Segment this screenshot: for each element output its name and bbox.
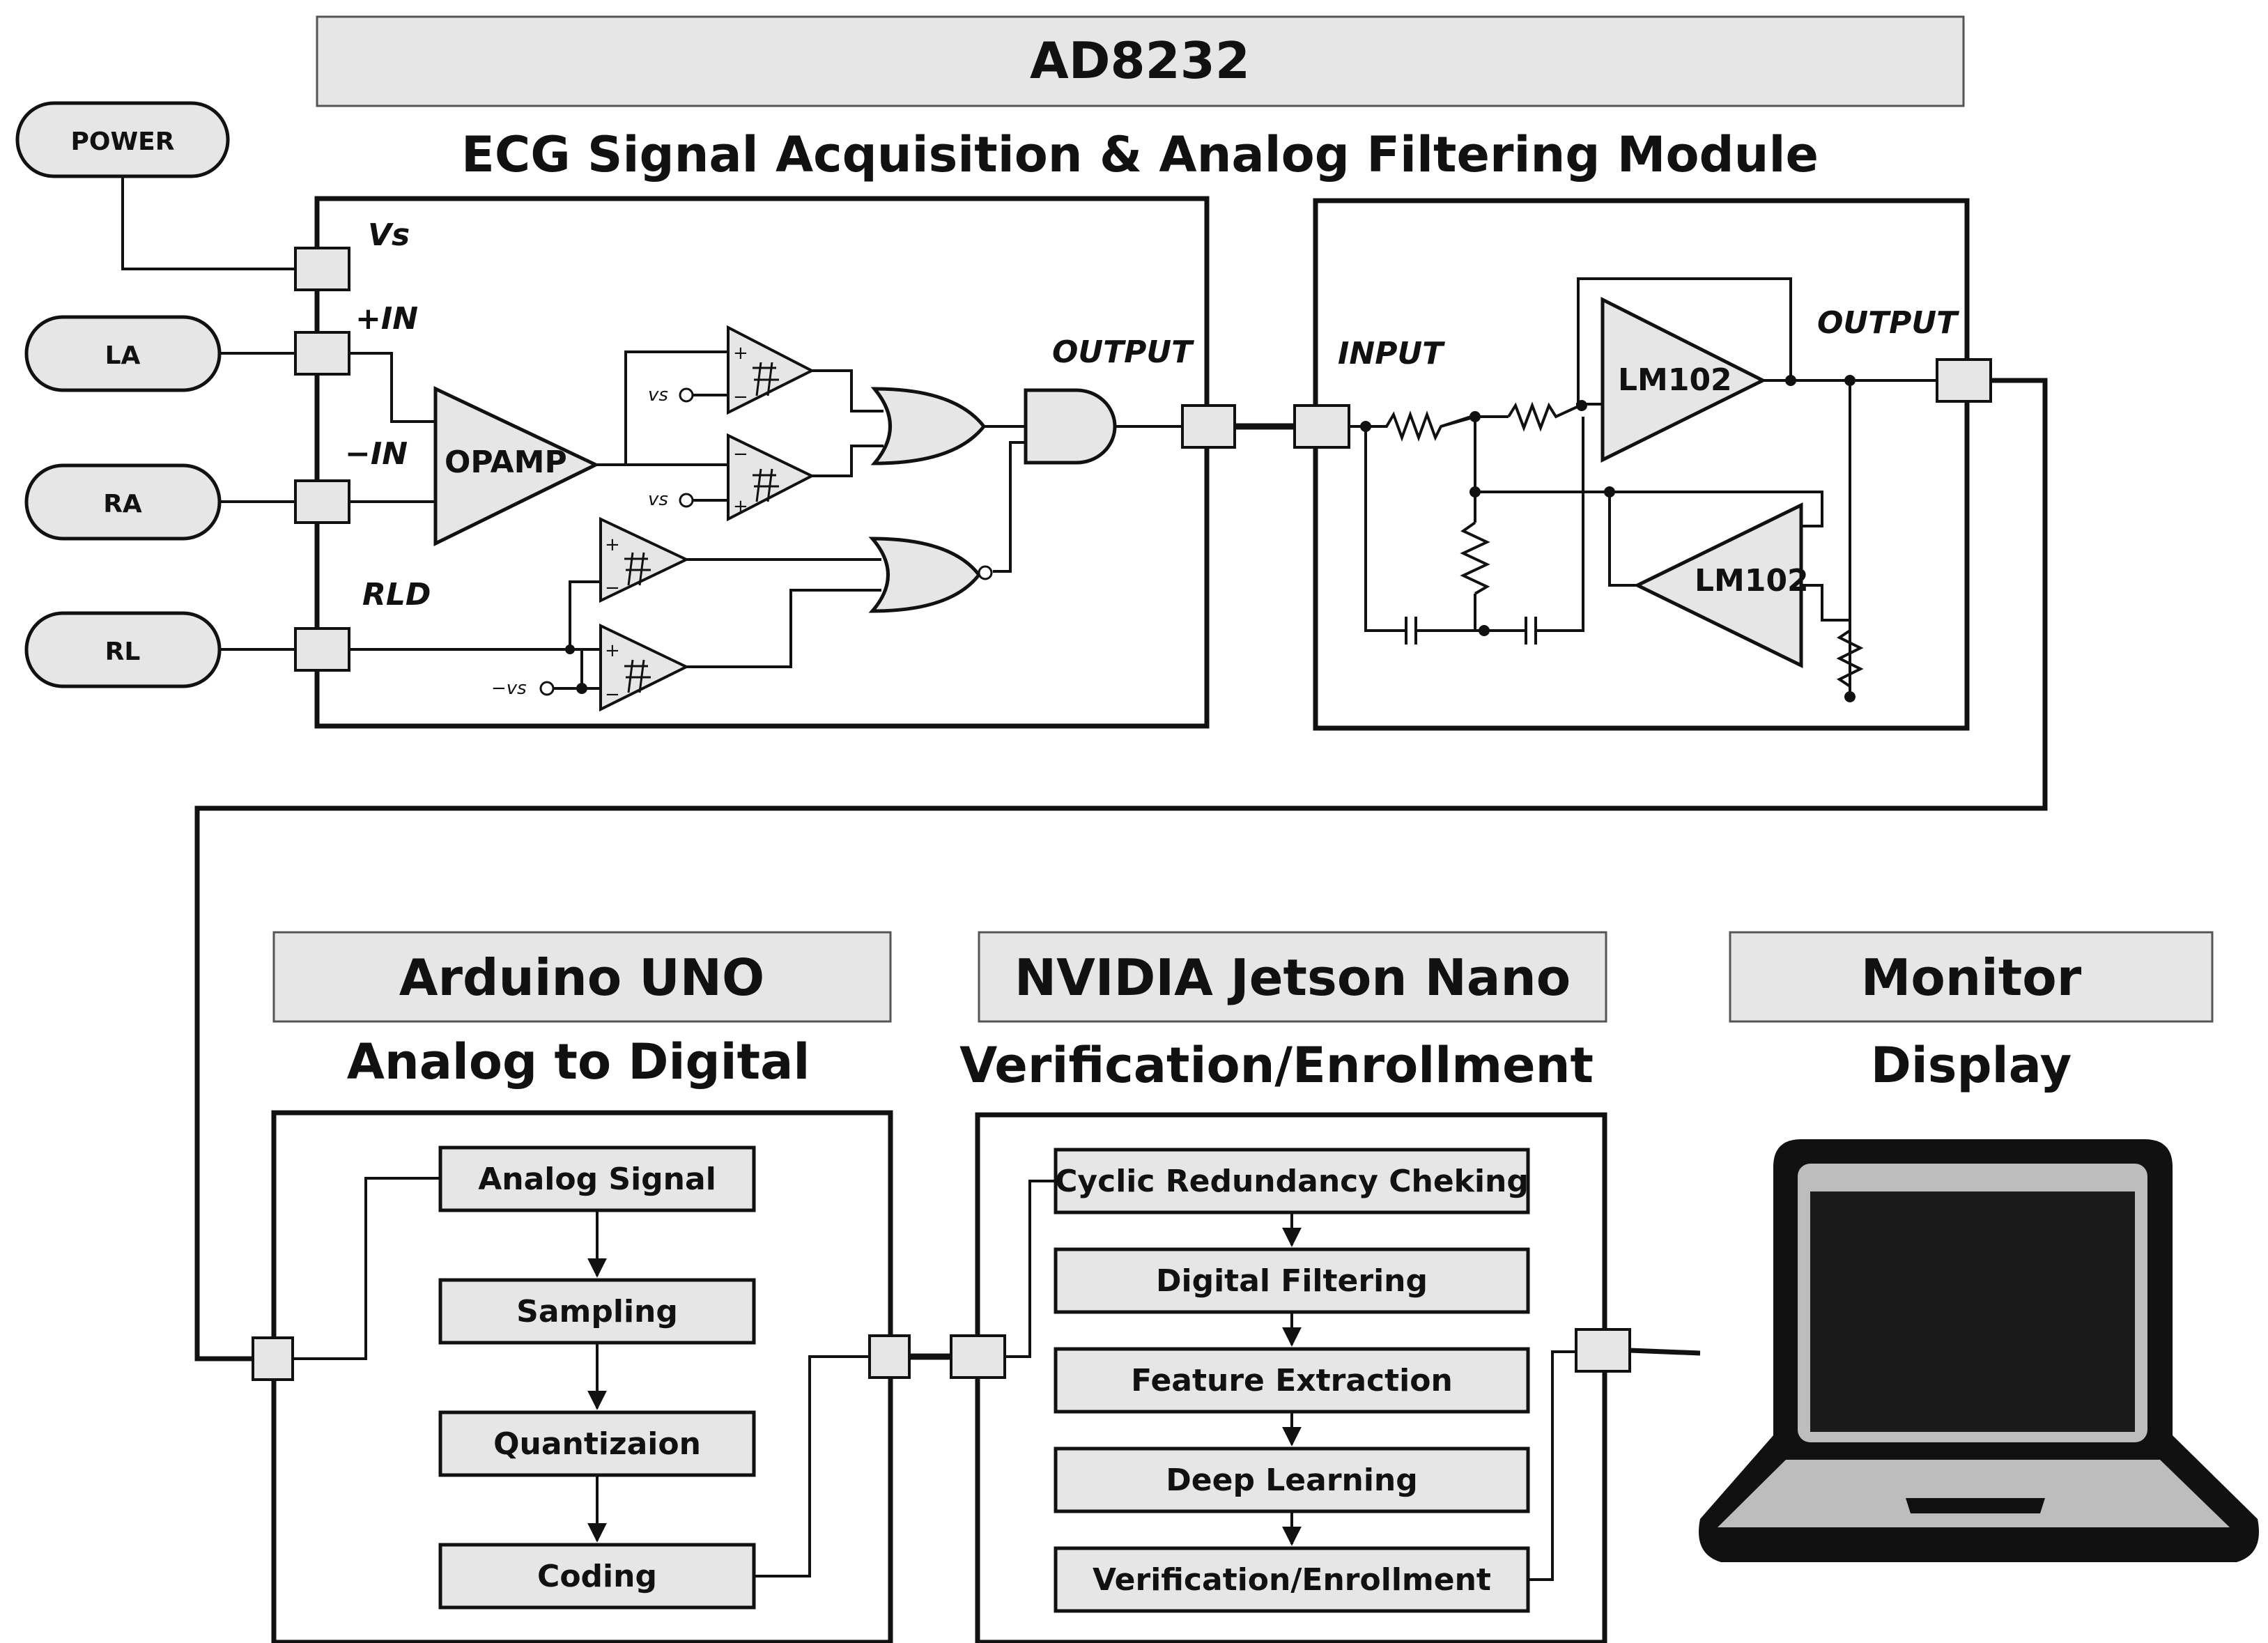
filter-input-label: INPUT [1338, 336, 1445, 371]
comparator-lower-2: + − [599, 623, 690, 712]
arduino-in-pin [252, 1336, 294, 1381]
pin-vs [294, 247, 350, 291]
jetson-title: NVIDIA Jetson Nano [1015, 948, 1571, 1007]
svg-text:+: + [605, 534, 620, 555]
comparator-ref-minus-vs: −vs [491, 678, 527, 699]
lm102-amp-1 [1600, 296, 1767, 463]
lm102-amp-1-label: LM102 [1618, 362, 1732, 398]
pin-plus-in [294, 331, 350, 376]
jetson-section: NVIDIA Jetson Nano Verification/Enrollme… [950, 931, 1631, 1643]
svg-text:+: + [733, 343, 748, 364]
ad8232-chip-box [314, 196, 1210, 729]
jetson-step-3-label: Feature Extraction [1131, 1363, 1453, 1398]
svg-text:+: + [605, 640, 620, 661]
jetson-step-3 [1054, 1347, 1530, 1414]
arduino-step-3 [438, 1410, 756, 1477]
jetson-step-1-label: Cyclic Redundancy Cheking [1055, 1164, 1529, 1199]
svg-text:−: − [605, 578, 620, 599]
ad8232-section: AD8232 ECG Signal Acquisition & Analog F… [15, 15, 1965, 729]
laptop-icon [1699, 1139, 2259, 1562]
pin-minus-in [294, 479, 350, 524]
arduino-step-2-label: Sampling [516, 1294, 678, 1329]
pin-minus-in-label: −IN [345, 436, 408, 472]
arduino-section: Arduino UNO Analog to Digital Analog Sig… [252, 931, 911, 1643]
jetson-step-5-label: Verification/Enrollment [1093, 1562, 1491, 1598]
filter-box [1313, 198, 1970, 731]
monitor-subtitle: Display [1871, 1037, 2072, 1094]
arduino-step-2 [438, 1278, 756, 1345]
input-ra-label: RA [103, 490, 142, 518]
lm102-amp-2 [1633, 502, 1803, 669]
arduino-header-bar [272, 931, 892, 1023]
input-ra: RA [24, 463, 222, 541]
jetson-step-5 [1054, 1546, 1530, 1613]
comparator-lower-1: + − [599, 516, 690, 603]
input-rl: RL [24, 611, 222, 688]
ad8232-output-label: OUTPUT [1052, 334, 1194, 370]
jetson-step-4-label: Deep Learning [1166, 1463, 1418, 1498]
filter-output-label: OUTPUT [1817, 305, 1959, 341]
lm102-amp-2-label: LM102 [1695, 563, 1809, 599]
jetson-in-pin [950, 1334, 1006, 1379]
pin-rld-label: RLD [362, 577, 431, 612]
ad8232-module-title: ECG Signal Acquisition & Analog Filterin… [461, 126, 1819, 183]
jetson-header-bar [978, 931, 1607, 1023]
jetson-out-pin [1575, 1328, 1631, 1373]
monitor-header-bar [1729, 931, 2214, 1023]
comparator-ref-vs-2: vs [648, 489, 668, 510]
monitor-section: Monitor Display [1699, 931, 2259, 1562]
pin-rld [294, 627, 350, 672]
arduino-step-4-label: Coding [537, 1559, 657, 1594]
input-power: POWER [15, 101, 230, 178]
jetson-to-monitor-wire [1629, 1348, 1701, 1356]
svg-text:−: − [733, 444, 748, 465]
pin-plus-in-label: +IN [355, 301, 418, 337]
input-rl-label: RL [105, 638, 141, 666]
svg-text:+: + [733, 496, 748, 517]
input-power-label: POWER [70, 128, 174, 156]
jetson-step-2-label: Digital Filtering [1156, 1263, 1428, 1299]
ad8232-header-bar [316, 15, 1965, 107]
arduino-step-1-label: Analog Signal [478, 1162, 716, 1197]
opamp-label: OPAMP [445, 445, 567, 480]
arduino-title: Arduino UNO [399, 948, 764, 1007]
input-la: LA [24, 315, 222, 392]
filter-to-arduino-wire [194, 378, 2048, 1362]
arduino-out-pin [868, 1334, 911, 1379]
pin-vs-label: Vs [368, 217, 410, 253]
and-gate [1024, 388, 1117, 465]
arduino-subtitle: Analog to Digital [347, 1033, 810, 1090]
jetson-subtitle: Verification/Enrollment [959, 1037, 1594, 1094]
jetson-step-1 [1054, 1148, 1530, 1214]
monitor-title: Monitor [1861, 948, 2082, 1007]
svg-text:−: − [733, 387, 748, 408]
ad8232-title: AD8232 [1030, 31, 1250, 90]
comparator-ref-vs-1: vs [648, 385, 668, 406]
svg-text:−: − [605, 684, 620, 705]
comparator-upper-2: − + [727, 433, 815, 522]
or-gate [870, 387, 987, 465]
arduino-step-3-label: Quantizaion [493, 1426, 701, 1462]
filter-input-pin [1293, 404, 1350, 449]
comparator-upper-1: + − [727, 325, 815, 415]
filter-section: INPUT OUTPUT [1293, 198, 1992, 731]
input-la-label: LA [105, 341, 141, 370]
ad8232-output-pin [1181, 404, 1236, 449]
jetson-step-2 [1054, 1247, 1530, 1314]
nor-gate [868, 537, 982, 613]
opamp [433, 386, 600, 547]
filter-output-pin [1936, 358, 1992, 403]
